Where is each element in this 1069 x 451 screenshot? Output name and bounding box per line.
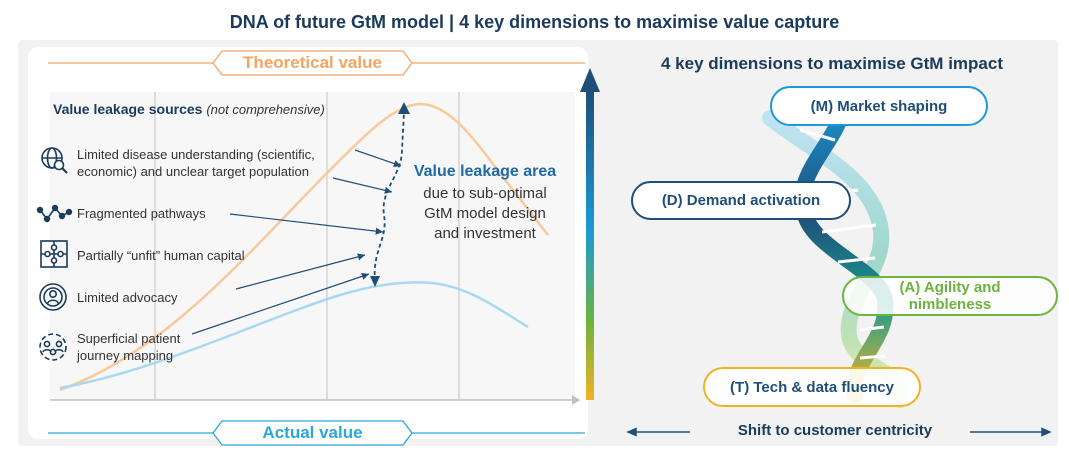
- leakage-area-line: GtM model design: [424, 205, 546, 222]
- shift-arrow: [626, 427, 1052, 437]
- source-item-limited-advocacy: Limited advocacy: [77, 289, 177, 306]
- leakage-arrow-up-head: [398, 102, 410, 114]
- source-label-line: economic) and unclear target population: [77, 164, 309, 179]
- page-title: DNA of future GtM model | 4 key dimensio…: [229, 12, 840, 32]
- x-axis-arrowhead: [572, 395, 580, 405]
- leakage-sources-heading: Value leakage sources (not comprehensive…: [53, 101, 325, 117]
- dimension-label: (M) Market shaping: [810, 97, 948, 115]
- leakage-area-line: and investment: [434, 225, 536, 242]
- dimension-label: (T) Tech & data fluency: [730, 378, 894, 396]
- globe-search-icon: [41, 147, 68, 174]
- gradient-axis-arrowhead: [580, 68, 600, 92]
- theoretical-value-curve: [59, 102, 549, 392]
- theoretical-value-label: Theoretical value: [243, 53, 382, 72]
- dimension-market-shaping: (M) Market shaping: [770, 86, 988, 126]
- value-gradient-axis: [586, 90, 594, 400]
- source-pointer-arrow: [235, 253, 366, 290]
- dimension-agility-nimbleness: (A) Agility and nimbleness: [842, 276, 1058, 316]
- dimension-tech-data-fluency: (T) Tech & data fluency: [703, 367, 921, 407]
- source-item-fragmented-pathways: Fragmented pathways: [77, 205, 206, 222]
- dimension-label: (A) Agility and nimbleness: [899, 279, 1000, 313]
- source-item-disease-understanding: Limited disease understanding (scientifi…: [77, 146, 315, 180]
- leakage-area-description: due to sub-optimal GtM model design and …: [390, 184, 580, 244]
- shift-customer-centricity-label: Shift to customer centricity: [737, 422, 933, 439]
- leakage-heading-note: (not comprehensive): [206, 102, 325, 117]
- source-label-line: Limited advocacy: [77, 290, 178, 305]
- source-label-line: Limited disease understanding (scientifi…: [77, 147, 315, 162]
- dimension-label-line: (A) Agility and: [899, 279, 1001, 296]
- advocacy-person-icon: [39, 283, 67, 311]
- puzzle-icon: [40, 240, 68, 268]
- leakage-area-line: due to sub-optimal: [423, 185, 547, 202]
- dimension-label-line: nimbleness: [908, 296, 992, 313]
- actual-value-label: Actual value: [262, 423, 363, 442]
- leakage-heading-text: Value leakage sources: [53, 101, 203, 117]
- source-pointer-arrow: [191, 272, 370, 335]
- actual-value-curve: [59, 281, 529, 390]
- source-pointer-arrow: [354, 149, 402, 168]
- source-label-line: journey mapping: [77, 348, 174, 363]
- source-item-human-capital: Partially “unfit” human capital: [77, 247, 245, 264]
- dna-helix: [762, 87, 909, 408]
- leakage-arrow-down-head: [370, 276, 380, 287]
- theoretical-banner: [48, 50, 585, 76]
- leakage-area-title: Value leakage area: [413, 163, 557, 180]
- source-label-line: Partially “unfit” human capital: [77, 248, 245, 263]
- pathway-nodes-icon: [36, 204, 73, 223]
- dimension-label: (D) Demand activation: [661, 192, 821, 209]
- source-label-line: Fragmented pathways: [77, 206, 206, 221]
- patient-journey-icon: [39, 333, 67, 361]
- dimensions-title: 4 key dimensions to maximise GtM impact: [660, 54, 1003, 73]
- actual-banner: [48, 420, 585, 446]
- source-label-line: Superficial patient: [77, 331, 181, 346]
- source-pointer-arrow: [229, 213, 384, 235]
- source-pointer-arrow: [332, 177, 393, 194]
- dimension-demand-activation: (D) Demand activation: [631, 181, 851, 220]
- source-item-patient-journey: Superficial patient journey mapping: [77, 330, 180, 364]
